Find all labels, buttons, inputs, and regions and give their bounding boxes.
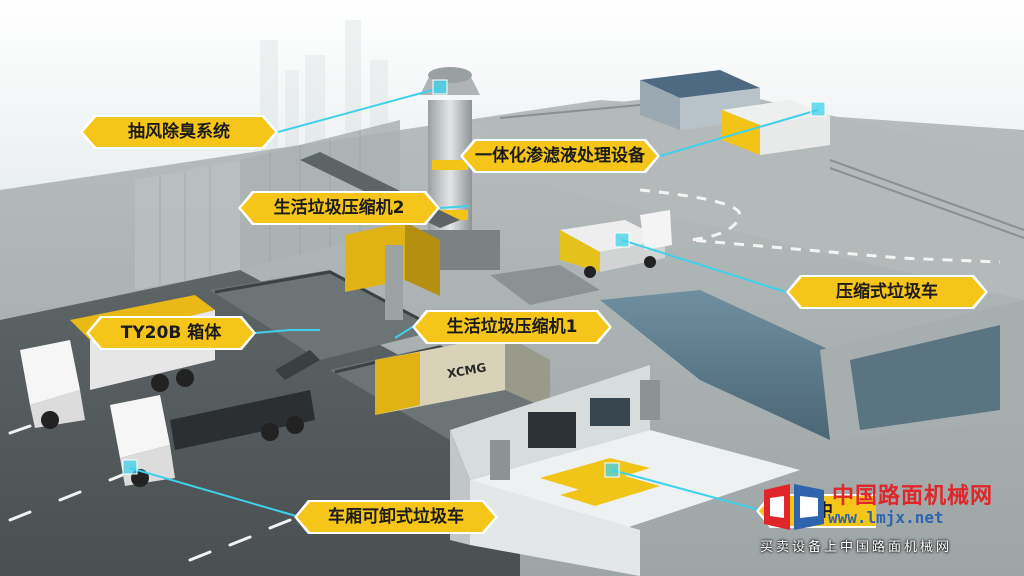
leader-line-compactor1 xyxy=(394,325,415,339)
watermark-slogan: 买卖设备上中国路面机械网 xyxy=(760,540,953,555)
site-watermark: 中国路面机械网 www.lmjx.net 买卖设备上中国路面机械网 xyxy=(758,476,1020,572)
leader-line-compactor2 xyxy=(439,205,471,209)
enclosure-wall-left xyxy=(135,160,240,290)
watermark-url: www.lmjx.net xyxy=(828,508,944,527)
leader-line-compression-truck xyxy=(621,239,787,293)
label-ty20b-box: TY20B 箱体 xyxy=(86,316,256,350)
label-badge-shape xyxy=(412,310,612,344)
leader-line-detachable xyxy=(129,467,297,517)
label-leachate-equipment: 一体化渗滤液处理设备 xyxy=(460,139,660,173)
label-text: 抽风除臭系统 xyxy=(128,122,230,142)
label-badge-shape xyxy=(80,115,278,149)
basin-inner-wall xyxy=(850,325,1000,430)
label-detachable-truck: 车厢可卸式垃圾车 xyxy=(294,500,498,534)
compactor-machine-1: XCMG xyxy=(375,335,550,415)
label-badge-shape xyxy=(786,275,988,309)
label-badge-shape xyxy=(86,316,256,350)
lmjx-logo-icon xyxy=(764,484,824,530)
leachate-container xyxy=(722,100,830,155)
label-text: 车厢可卸式垃圾车 xyxy=(328,507,464,527)
label-text: 生活垃圾压缩机2 xyxy=(273,198,405,218)
leader-line-deodorize xyxy=(277,87,441,133)
leader-lines xyxy=(129,87,819,517)
control-building xyxy=(450,365,800,576)
label-deodorize-system: 抽风除臭系统 xyxy=(80,115,278,149)
label-badge-shape xyxy=(460,139,660,173)
watermark-site-name: 中国路面机械网 xyxy=(832,484,994,509)
support-pillar xyxy=(385,245,403,320)
label-compactor-1: 生活垃圾压缩机1 xyxy=(412,310,612,344)
label-text: 一体化渗滤液处理设备 xyxy=(475,146,645,166)
label-compactor-2: 生活垃圾压缩机2 xyxy=(238,191,440,225)
operator-desks xyxy=(540,458,660,506)
detachable-truck xyxy=(110,350,320,487)
label-text: TY20B 箱体 xyxy=(120,323,222,343)
svg-text:XCMG: XCMG xyxy=(446,360,487,381)
leader-line-leachate xyxy=(659,109,819,157)
label-badge-shape xyxy=(294,500,498,534)
label-text: 生活垃圾压缩机1 xyxy=(446,317,578,337)
yard-dashed-line xyxy=(639,188,1001,264)
label-text: 压缩式垃圾车 xyxy=(836,282,938,302)
water-basin xyxy=(600,290,830,440)
leader-line-control xyxy=(611,469,761,511)
label-badge-shape xyxy=(238,191,440,225)
leader-line-box xyxy=(254,329,320,334)
collection-hopper xyxy=(490,265,600,305)
compression-truck xyxy=(560,210,672,278)
leader-markers xyxy=(122,79,826,478)
perimeter-fence xyxy=(499,104,1024,239)
compactor-pit-1 xyxy=(210,270,440,360)
label-compression-truck: 压缩式垃圾车 xyxy=(786,275,988,309)
road-markings xyxy=(8,424,292,562)
